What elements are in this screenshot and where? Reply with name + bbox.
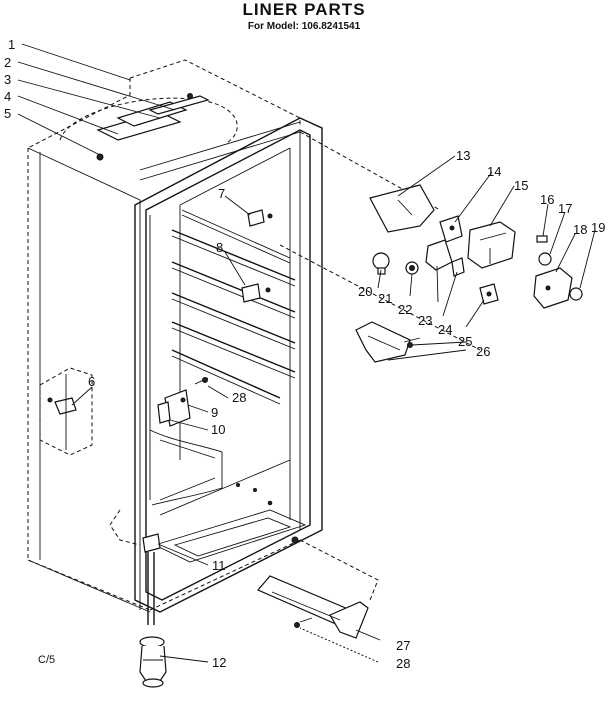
leader-lines	[17, 43, 596, 663]
callout-25: 25	[458, 334, 472, 349]
callout-24: 24	[438, 322, 452, 337]
callout-12: 12	[212, 655, 226, 670]
callout-19: 19	[591, 220, 605, 235]
callout-7: 7	[218, 186, 225, 201]
callout-2: 2	[4, 55, 11, 70]
callout-9: 9	[211, 405, 218, 420]
callout-28-upper: 28	[232, 390, 246, 405]
callout-27: 27	[396, 638, 410, 653]
callout-16: 16	[540, 192, 554, 207]
callout-4: 4	[4, 89, 11, 104]
callout-6: 6	[88, 374, 95, 389]
callout-13: 13	[456, 148, 470, 163]
callout-23: 23	[418, 313, 432, 328]
shelf-rails	[171, 209, 296, 405]
callouts: 1 2 3 4 5 6 7 8 9 10 11 12 13 14 15 16 1…	[4, 37, 605, 671]
callout-22: 22	[398, 302, 412, 317]
callout-15: 15	[514, 178, 528, 193]
diagram-title: LINER PARTS	[242, 0, 366, 19]
callout-17: 17	[558, 201, 572, 216]
hinge-assembly	[157, 377, 209, 427]
callout-5: 5	[4, 106, 11, 121]
callout-14: 14	[487, 164, 501, 179]
callout-26: 26	[476, 344, 490, 359]
model-subtitle: For Model: 106.8241541	[247, 21, 361, 32]
light-switch-cluster	[279, 131, 583, 363]
cabinet-shell	[27, 59, 379, 613]
callout-3: 3	[4, 72, 11, 87]
callout-20: 20	[358, 284, 372, 299]
floor-trim	[257, 575, 369, 639]
liner-frame	[134, 117, 323, 613]
callout-1: 1	[8, 37, 15, 52]
side-bracket	[39, 367, 93, 456]
callout-8: 8	[216, 240, 223, 255]
callout-18: 18	[573, 222, 587, 237]
callout-21: 21	[378, 291, 392, 306]
bottom-compartment	[149, 429, 307, 563]
callout-11: 11	[212, 558, 226, 573]
shelf-brackets	[241, 209, 273, 303]
callout-28-lower: 28	[396, 656, 410, 671]
leveler-foot	[139, 533, 167, 688]
page-code: C/5	[38, 654, 55, 666]
callout-10: 10	[211, 422, 225, 437]
